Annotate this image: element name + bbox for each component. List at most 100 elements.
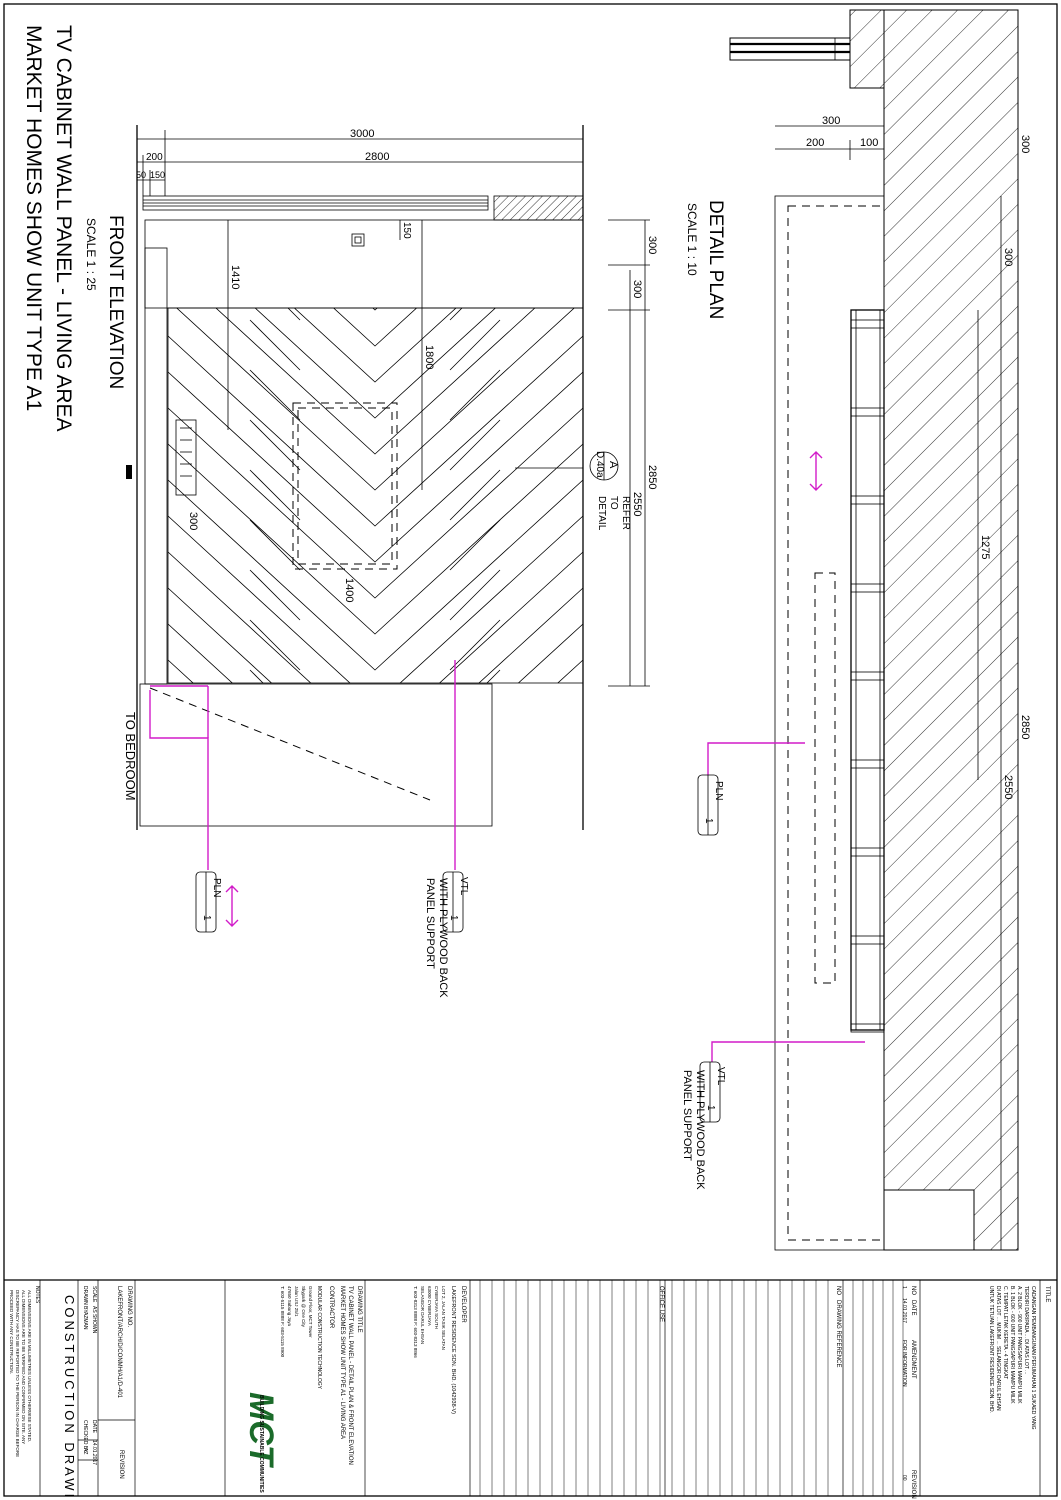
herringbone-joint: [250, 120, 300, 170]
herringbone-line: [333, 308, 418, 347]
herringbone-joint: [449, 619, 501, 671]
front-elevation-title: FRONT ELEVATION: [105, 215, 126, 389]
refer-detail-callout: A D.40a REFER TO DETAIL: [515, 451, 631, 531]
dim-1400: 1400: [343, 578, 355, 602]
plan-panel-outline: [774, 195, 885, 1251]
to-bedroom-label: TO BEDROOM: [123, 712, 138, 801]
meta-date-value: 14.01.2017: [91, 1440, 97, 1465]
herringbone-joint: [249, 619, 301, 671]
project-line: UNTUK TETUAN LAKEFRONT RESIDENCE SDN. BH…: [988, 1286, 994, 1413]
herringbone-line: [168, 768, 583, 958]
refer-text-3: DETAIL: [596, 496, 607, 531]
herringbone-joint: [250, 20, 300, 70]
dim-300-b: 300: [631, 280, 643, 298]
herringbone-line: [168, 876, 583, 1066]
herringbone-joint: [449, 319, 501, 371]
tb-title-label: TITLE: [1044, 1286, 1050, 1302]
cabinet-divider: [850, 671, 885, 681]
rev-row-date: 14.01.2017: [901, 1298, 907, 1323]
drawing-title-label: DRAWING TITLE: [356, 1286, 362, 1333]
herringbone-joint: [250, 1070, 300, 1120]
title-block: TITLE CADANGAN PEMBANGUNAN PERUMAHAN 1 S…: [4, 1279, 1057, 1500]
logo-tagline: BUILDING SUSTAINABLE COMMUNITIES: [258, 1395, 264, 1493]
pln-tag-elevation: PLN 1: [149, 685, 239, 933]
plan-dim-300-a: 300: [1019, 135, 1031, 153]
dim-200: 200: [146, 152, 163, 163]
vtl-note1-plan: WITH PLYWOOD BACK: [694, 1070, 706, 1190]
herringbone-line: [168, 515, 583, 683]
herringbone-joint: [249, 319, 301, 371]
herringbone-line: [168, 551, 583, 683]
detail-plan-title: DETAIL PLAN: [705, 200, 726, 319]
herringbone-joint: [450, 1070, 500, 1120]
plan-dim-300: 300: [822, 115, 840, 127]
herringbone-joint: [249, 669, 264, 683]
herringbone-joint: [449, 469, 501, 521]
dim-150-top: 150: [401, 222, 412, 239]
developer-line: CYBERJAYA SOUTH: [434, 1286, 439, 1329]
contractor-line: Jalan USJ 25/1: [294, 1286, 299, 1317]
meta-date-label: DATE: [91, 1420, 97, 1434]
logo-text: MCT: [242, 1392, 280, 1469]
plan-right-dimensions: 300 300 1275 2850 2550: [977, 88, 1031, 1250]
drawing-sub-title: MARKET HOMES SHOW UNIT TYPE A1: [22, 25, 45, 411]
vtl-num-plan: 1: [705, 1105, 716, 1111]
herringbone-joint: [449, 569, 501, 621]
dref-label: DRAWING REFERENCE: [835, 1300, 841, 1367]
meta-checked-label: CHECKED BY: [82, 1420, 88, 1453]
project-description: CADANGAN PEMBANGUNAN PERUMAHAN 1 SUKAED …: [988, 1286, 1036, 1430]
herringbone-line: [372, 308, 378, 311]
rev-date-header: DATE: [910, 1300, 916, 1316]
herringbone-joint: [250, 1020, 300, 1070]
project-line: DI ATAS LOT ... MUKIM ... SELANGOR DARUL…: [995, 1286, 1001, 1411]
cabinet-divider: [850, 319, 885, 329]
drawing-no-value: LAKEFRONT/ARCH/D/CONMH/A1/D-401: [116, 1286, 122, 1399]
dim-300-gap: 300: [187, 512, 199, 530]
herringbone-line: [168, 840, 583, 1030]
dref-no: NO: [835, 1286, 841, 1295]
herringbone-joint: [450, 170, 500, 220]
meta-checked-value: AZ: [82, 1448, 88, 1454]
meta-drawn-label: DRAWN BY: [82, 1286, 88, 1313]
double-arrow-icon: [225, 885, 239, 927]
detail-plan: DETAIL PLAN SCALE 1 : 10 300 200 100: [681, 9, 1031, 1251]
plan-top-dimensions: 300 200 100: [775, 115, 884, 160]
wall-section-hatch: [493, 195, 584, 221]
plan-dim-100: 100: [860, 137, 878, 149]
herringbone-joint: [449, 419, 501, 471]
cabinet-divider: [850, 847, 885, 857]
notes-label: NOTES: [34, 1286, 40, 1304]
switch-panel: [175, 419, 197, 496]
meta-drawn-value: AZMAN: [82, 1312, 88, 1330]
wall-hatch: [883, 9, 1019, 1251]
pln-code-plan: PLN: [713, 781, 724, 800]
herringbone-joint: [450, 70, 500, 120]
office-use-label: OFFICE USE: [658, 1286, 664, 1322]
herringbone-joint: [449, 369, 501, 421]
herringbone-joint: [449, 308, 463, 321]
herringbone-joint: [450, 1020, 500, 1070]
herringbone-line: [168, 407, 583, 599]
drawing-no-label: DRAWING NO.: [126, 1286, 132, 1327]
herringbone-joint: [450, 920, 500, 970]
herringbone-joint: [450, 20, 500, 70]
herringbone-joint: [250, 770, 300, 820]
herringbone-panel: [167, 307, 584, 684]
drawing-title-line2: MARKET HOMES SHOW UNIT TYPE A1 - LIVING …: [339, 1286, 345, 1439]
herringbone-line: [168, 371, 583, 563]
meta-scale-label: SCALE: [91, 1286, 97, 1303]
herringbone-joint: [486, 669, 501, 683]
meta-scale-value: AS SHOWN: [91, 1306, 97, 1334]
contractor-line: T: 603-5115 8888 F: 603-5115 8900: [280, 1286, 285, 1358]
herringbone-line: [168, 984, 583, 1174]
rev-row-rev: 00: [901, 1475, 907, 1481]
plan-dim-2850: 2850: [1019, 715, 1031, 739]
herringbone-joint: [450, 220, 500, 270]
herringbone-joint: [287, 308, 301, 321]
socket-icon: [351, 233, 365, 247]
herringbone-line: [168, 912, 583, 1102]
contractor-line: 47650 Subang Jaya: [287, 1286, 292, 1327]
plan-dim-300-b: 300: [1002, 248, 1014, 266]
callout-letter: A: [607, 461, 619, 469]
refer-text-2: TO: [608, 496, 619, 510]
